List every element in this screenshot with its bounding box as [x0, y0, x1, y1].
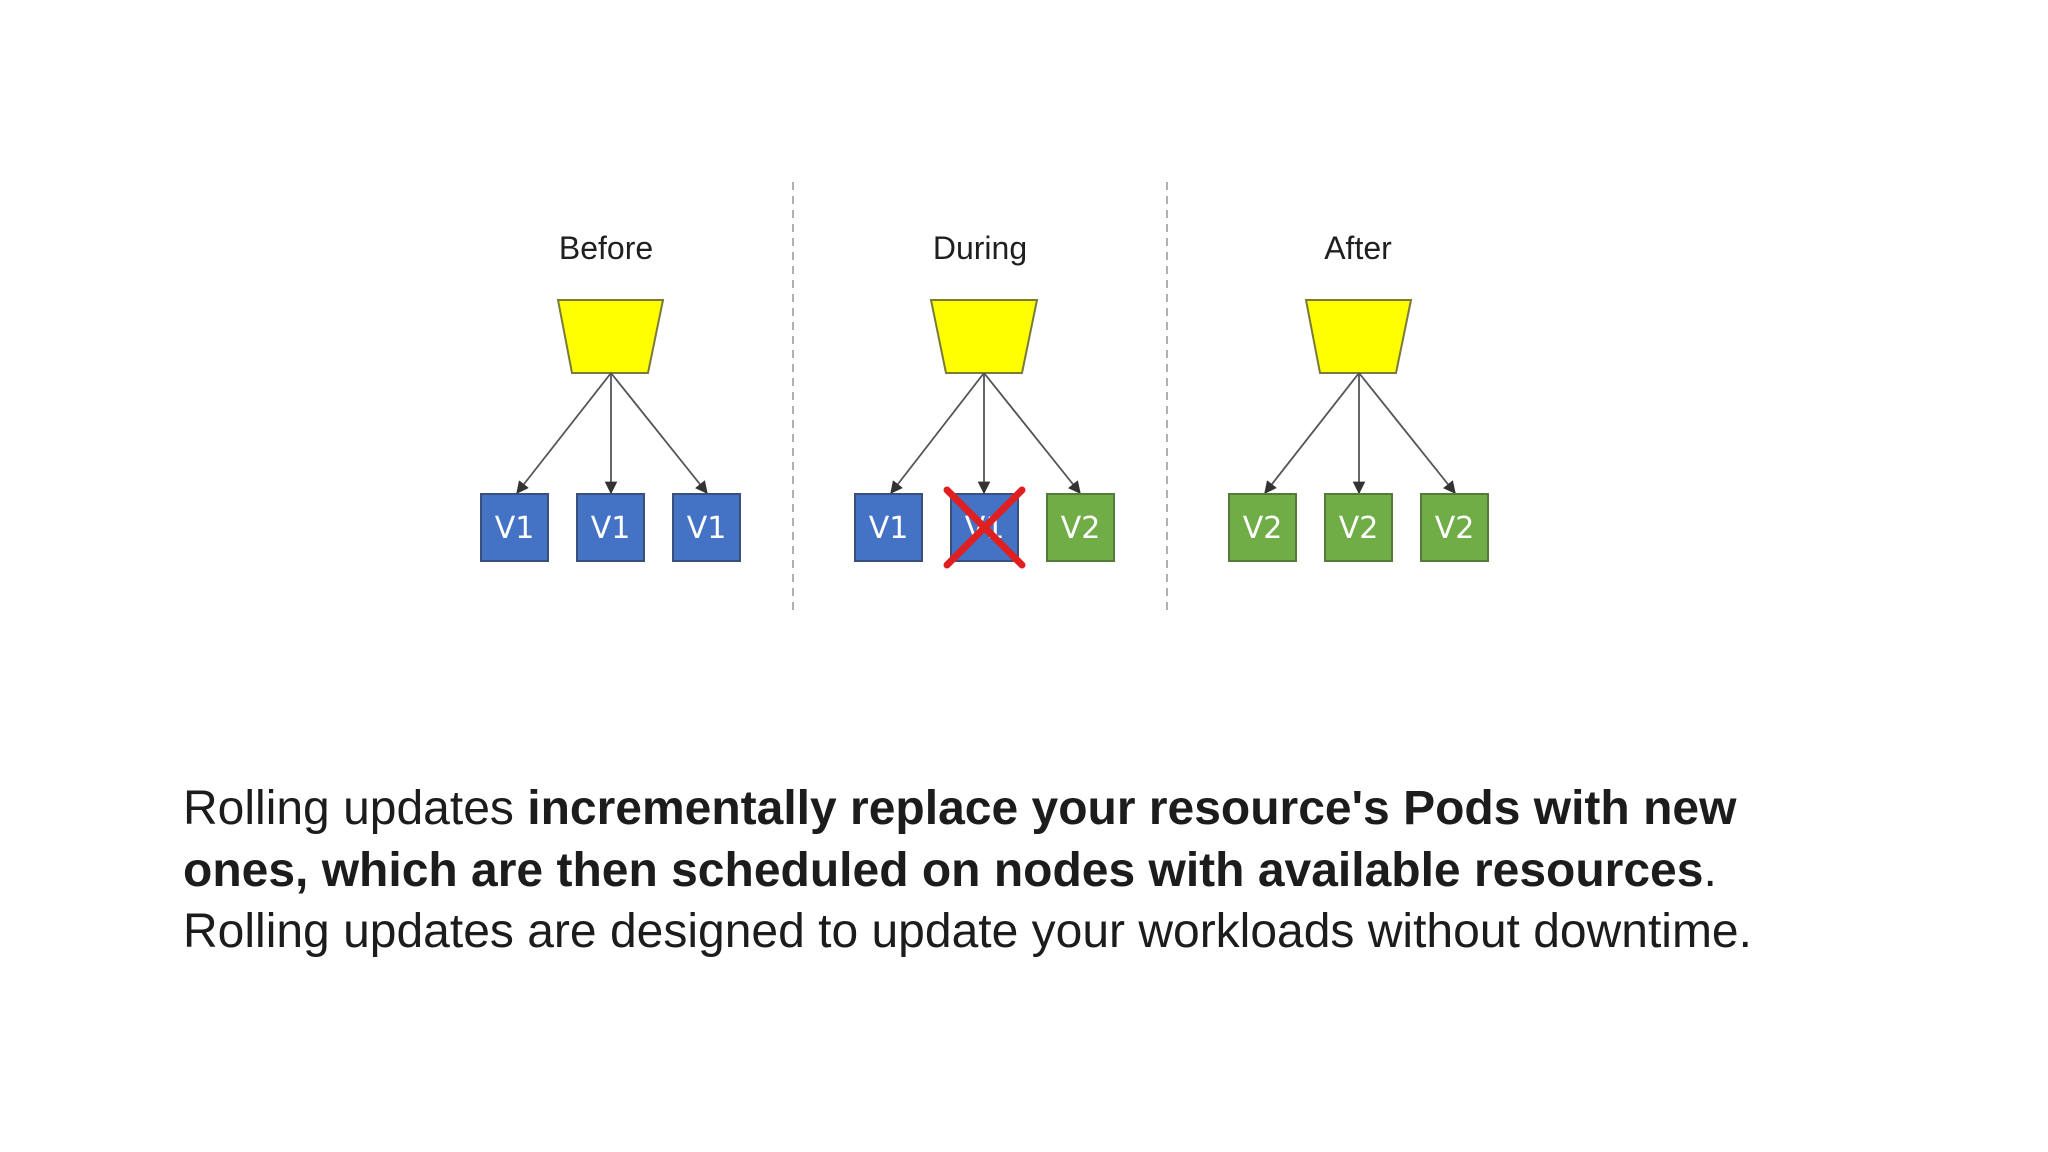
pod-box [576, 493, 645, 562]
pod-label: V2 [1435, 511, 1475, 546]
pod: V1 [576, 493, 645, 562]
pod: V2 [1046, 493, 1115, 562]
pod: V2 [1228, 493, 1297, 562]
edge-arrow [516, 372, 612, 494]
edge-arrow [610, 372, 708, 494]
pod-label: V2 [1339, 511, 1379, 546]
pod: V2 [1420, 493, 1489, 562]
removed-x-icon [943, 486, 1026, 569]
edge-arrow [890, 372, 985, 494]
pod: V1 [672, 493, 741, 562]
pod-label: V2 [1243, 511, 1283, 546]
pod-label: V1 [869, 511, 909, 546]
edge-arrow [1264, 372, 1360, 494]
caption-emphasis: incrementally replace your resource's Po… [183, 782, 1737, 897]
rolling-update-diagram: Before V1 V1 V1 During [480, 182, 1489, 610]
pod-label: V1 [591, 511, 631, 546]
pod-box [1324, 493, 1393, 562]
panel-title: Before [559, 230, 653, 266]
caption-text: Rolling updates incrementally replace yo… [183, 778, 1783, 963]
pod-box [480, 493, 549, 562]
pod-box [672, 493, 741, 562]
caption-outro: . Rolling updates are designed to update… [183, 843, 1752, 959]
pod: V1 [943, 486, 1026, 569]
pod-label: V1 [687, 511, 727, 546]
removed-x-stroke [943, 486, 1026, 569]
pod: V1 [480, 493, 549, 562]
service-icon [1304, 299, 1413, 374]
pod-box [1046, 493, 1115, 562]
panel-before: Before V1 V1 V1 [480, 230, 741, 562]
panel-title: During [933, 230, 1027, 266]
pod-box [854, 493, 923, 562]
edge-arrow [983, 372, 1081, 494]
pod: V1 [854, 493, 923, 562]
panel-during: During V1 V1 V2 [854, 230, 1115, 569]
pod: V2 [1324, 493, 1393, 562]
service-icon [556, 299, 665, 374]
pod-label: V2 [1061, 511, 1101, 546]
edge-arrow [1358, 372, 1456, 494]
pod-box [1228, 493, 1297, 562]
pod-box [1420, 493, 1489, 562]
pod-label: V1 [495, 511, 535, 546]
caption-intro: Rolling updates [183, 782, 528, 835]
panel-title: After [1324, 230, 1392, 266]
panel-after: After V2 V2 V2 [1228, 230, 1489, 562]
service-icon [929, 299, 1039, 374]
